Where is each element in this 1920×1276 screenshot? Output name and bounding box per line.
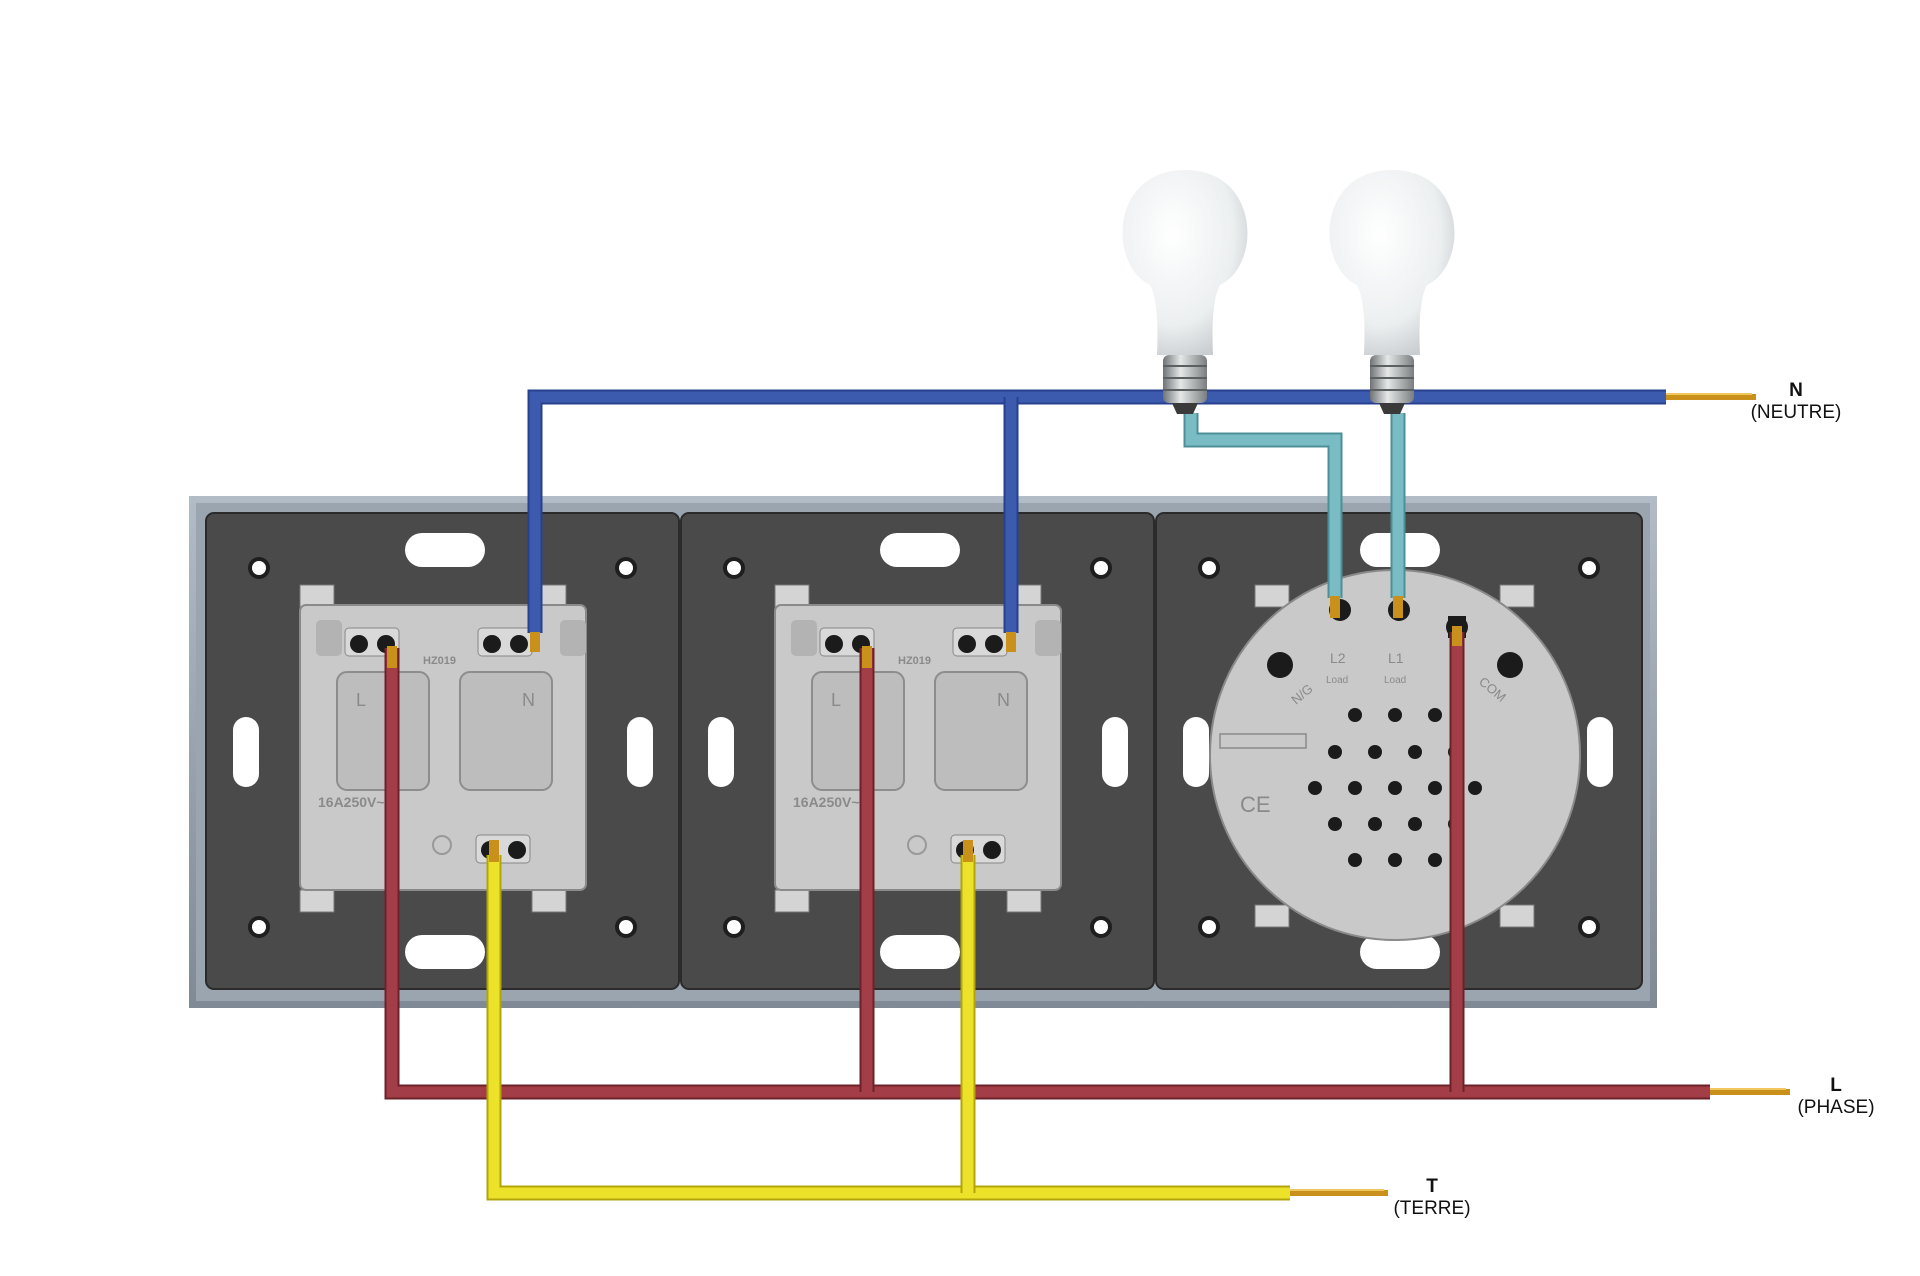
terminal-ends bbox=[387, 596, 1462, 862]
earth-desc: (TERRE) bbox=[1393, 1197, 1471, 1219]
neutral-wire bbox=[527, 389, 1756, 633]
load-wire-l2 bbox=[1183, 413, 1343, 598]
earth-label: T (TERRE) bbox=[1362, 1176, 1502, 1220]
lamp-2 bbox=[1329, 170, 1455, 414]
switch-load-l2: Load bbox=[1326, 675, 1348, 686]
svg-text:HZ019: HZ019 bbox=[898, 655, 931, 667]
switch-terminal-l1: L1 bbox=[1388, 650, 1404, 666]
svg-text:N: N bbox=[997, 690, 1010, 710]
switch-load-l1: Load bbox=[1384, 675, 1406, 686]
neutral-desc: (NEUTRE) bbox=[1750, 401, 1842, 423]
ce-mark: CE bbox=[1240, 792, 1271, 817]
neutral-label: N (NEUTRE) bbox=[1726, 380, 1866, 424]
phase-letter: L bbox=[1830, 1075, 1842, 1096]
phase-wire bbox=[384, 632, 1790, 1100]
socket-module-2: L N HZ019 16A250V~ bbox=[774, 584, 1062, 913]
socket-module-1: L N HZ019 16A250V~ bbox=[299, 584, 587, 913]
phase-label: L (PHASE) bbox=[1766, 1075, 1906, 1119]
phase-desc: (PHASE) bbox=[1797, 1096, 1875, 1118]
svg-text:L: L bbox=[356, 690, 366, 710]
svg-text:16A250V~: 16A250V~ bbox=[793, 794, 860, 810]
neutral-letter: N bbox=[1789, 380, 1803, 401]
touch-switch-module: N/G L2 L1 L COM Load Load CE bbox=[1209, 569, 1581, 941]
lamp-1 bbox=[1122, 170, 1248, 414]
switch-terminal-l2: L2 bbox=[1330, 650, 1346, 666]
earth-wire bbox=[486, 855, 1388, 1201]
svg-text:N: N bbox=[522, 690, 535, 710]
svg-text:HZ019: HZ019 bbox=[423, 655, 456, 667]
earth-letter: T bbox=[1426, 1176, 1438, 1197]
svg-text:16A250V~: 16A250V~ bbox=[318, 794, 385, 810]
svg-text:L: L bbox=[831, 690, 841, 710]
